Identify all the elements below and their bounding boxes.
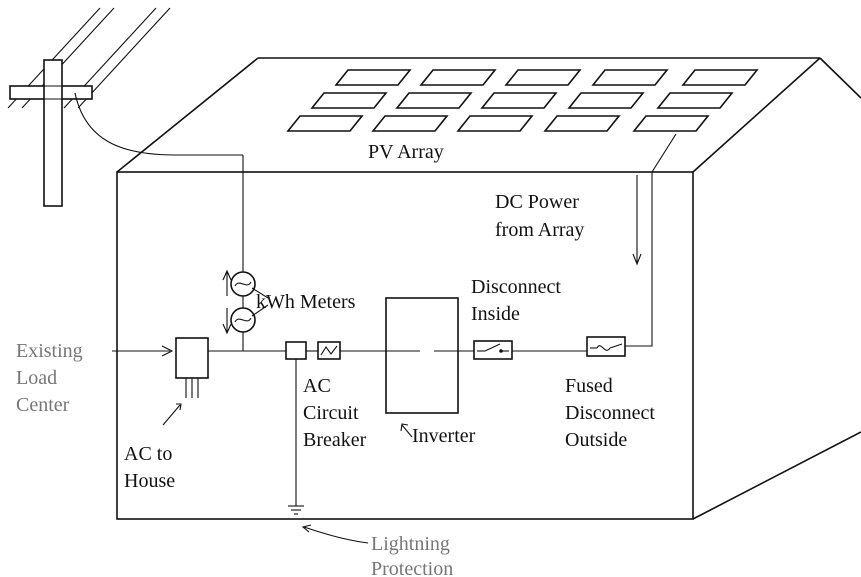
- lightning-protection: Lightning Protection: [288, 359, 453, 577]
- disconnect-inside-label-line2: Inside: [471, 303, 520, 325]
- load-center-box: [175, 337, 209, 379]
- kwh-meters: kWh Meters: [222, 155, 356, 351]
- breaker-box: [285, 341, 307, 360]
- existing-label-line1: Existing: [16, 340, 83, 362]
- fused-disconnect-box: [586, 336, 626, 357]
- existing-label-line3: Center: [16, 394, 70, 416]
- inverter: Inverter: [385, 297, 476, 447]
- existing-label-line2: Load: [16, 367, 57, 389]
- pv-array: PV Array: [286, 69, 759, 163]
- ac-house-label-line2: House: [124, 470, 175, 492]
- dc-power-label-line1: DC Power: [495, 191, 579, 213]
- house-outline: [116, 57, 861, 520]
- utility-pole: [7, 7, 243, 207]
- ac-circuit-breaker: AC Circuit Breaker: [285, 341, 367, 451]
- disconnect-inside-box: [473, 340, 513, 360]
- disconnect-inside: Disconnect Inside: [471, 276, 561, 360]
- fused-disconnect-outside: Fused Disconnect Outside: [512, 336, 655, 451]
- ac-breaker-label-line2: Circuit: [303, 402, 359, 424]
- existing-load-center: Existing Load Center AC to House: [16, 337, 209, 492]
- inverter-box: [385, 297, 459, 414]
- disconnect-inside-label-line1: Disconnect: [471, 276, 561, 298]
- kwh-meters-label: kWh Meters: [256, 291, 356, 313]
- dc-power-annotation: DC Power from Array: [495, 133, 677, 347]
- ac-breaker-label-line3: Breaker: [303, 429, 367, 451]
- breaker-switch: [317, 341, 341, 360]
- ac-breaker-label-line1: AC: [303, 375, 331, 397]
- pv-array-label: PV Array: [368, 141, 444, 163]
- dc-power-label-line2: from Array: [495, 219, 584, 241]
- fused-label-line2: Disconnect: [565, 402, 655, 424]
- lightning-label-line2: Protection: [371, 558, 453, 577]
- fused-label-line3: Outside: [565, 429, 627, 451]
- fused-label-line1: Fused: [565, 375, 613, 397]
- lightning-label-line1: Lightning: [371, 533, 450, 555]
- ac-house-label-line1: AC to: [124, 443, 172, 465]
- inverter-label: Inverter: [412, 425, 476, 447]
